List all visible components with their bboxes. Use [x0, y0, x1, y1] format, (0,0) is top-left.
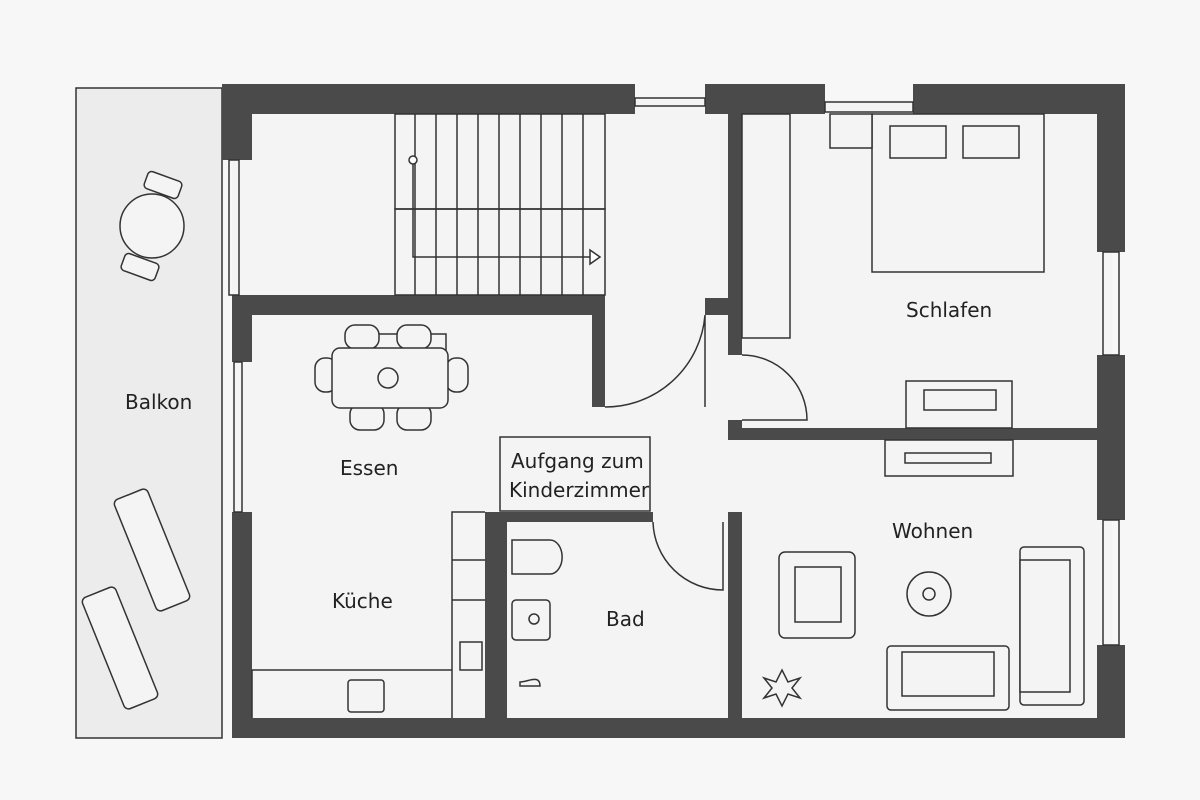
label-balkon: Balkon	[125, 390, 192, 414]
label-aufgang-2: Kinderzimmer	[509, 478, 650, 502]
living-furniture	[761, 439, 1085, 711]
bed	[741, 113, 1045, 429]
label-essen: Essen	[340, 456, 398, 480]
stair-access-box	[499, 436, 651, 512]
staircase	[394, 113, 606, 296]
room-labels: Balkon Essen Küche Aufgang zum Kinderzim…	[125, 298, 992, 631]
balcony-furniture	[81, 170, 191, 710]
label-kueche: Küche	[332, 589, 393, 613]
kitchen-counter	[251, 511, 485, 718]
doors	[604, 314, 808, 591]
windows	[228, 97, 1120, 646]
walls	[222, 84, 1125, 738]
label-aufgang-1: Aufgang zum	[511, 449, 644, 473]
label-bad: Bad	[606, 607, 645, 631]
dining-table	[314, 324, 469, 431]
label-schlafen: Schlafen	[906, 298, 992, 322]
label-wohnen: Wohnen	[892, 519, 973, 543]
bathroom-fixtures	[511, 539, 563, 687]
